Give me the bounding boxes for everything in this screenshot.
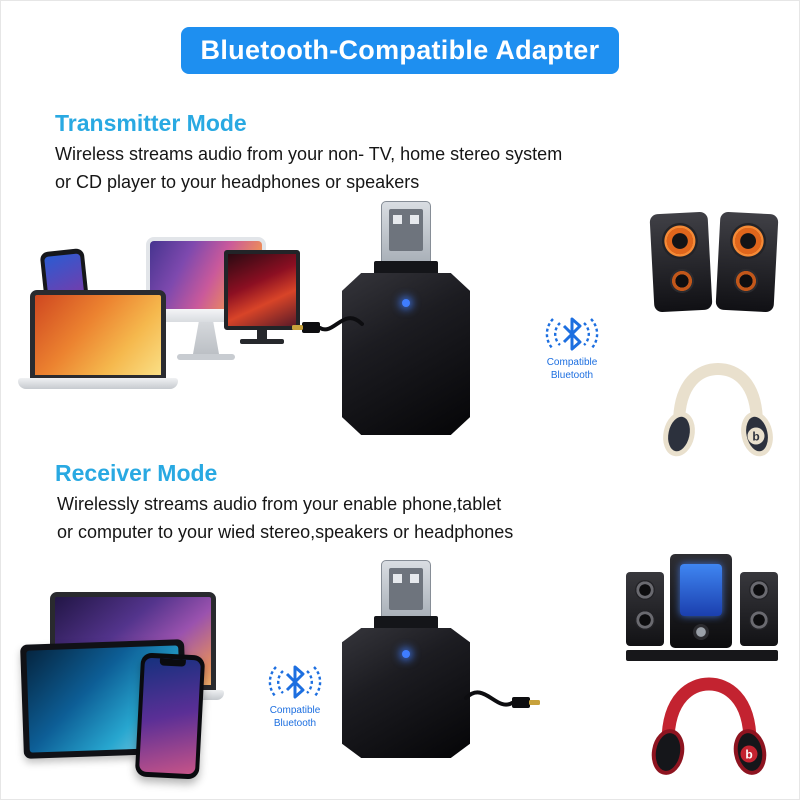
center-speaker	[670, 554, 732, 648]
transmitter-description-line1: Wireless streams audio from your non- TV…	[55, 144, 563, 164]
svg-text:b: b	[745, 748, 752, 762]
usb-plug	[381, 560, 431, 616]
title-banner: Bluetooth-Compatible Adapter	[181, 27, 619, 74]
usb-contact-hole	[410, 215, 419, 224]
bluetooth-label-line1: Compatible	[546, 357, 598, 368]
speaker-woofer	[660, 222, 699, 260]
satellite-speaker-right	[740, 572, 778, 646]
tv-base	[240, 339, 284, 344]
speaker-cone	[635, 580, 655, 600]
speaker-system-image	[626, 550, 778, 668]
speaker-cone	[749, 610, 769, 630]
laptop-screen	[30, 290, 166, 378]
receiver-description: Wirelessly streams audio from your enabl…	[57, 490, 513, 546]
speaker-tweeter	[733, 268, 759, 294]
tv-stand	[257, 330, 267, 339]
adapter-neck	[374, 616, 438, 628]
transmitter-description: Wireless streams audio from your non- TV…	[55, 140, 562, 196]
adapter-body	[342, 628, 470, 758]
audio-cable-icon	[464, 690, 540, 708]
speaker-right	[715, 211, 779, 313]
imac-base	[177, 354, 235, 360]
iphone-image	[134, 652, 206, 780]
satellite-speaker-left	[626, 572, 664, 646]
speaker-cone	[749, 580, 769, 600]
iphone-notch	[159, 658, 186, 667]
iphone-screen	[139, 657, 201, 775]
bluetooth-compatible-label: Compatible Bluetooth	[255, 704, 335, 730]
receiver-description-line2: or computer to your wied stereo,speakers…	[57, 522, 514, 542]
led-indicator	[402, 650, 410, 658]
speaker-shelf	[626, 650, 778, 661]
bluetooth-label-line1: Compatible	[269, 705, 321, 716]
laptop-image	[18, 290, 178, 389]
adapter-body	[342, 273, 470, 435]
adapter-neck	[374, 261, 438, 273]
receiver-heading: Receiver Mode	[55, 460, 218, 486]
transmitter-heading: Transmitter Mode	[55, 110, 247, 136]
bluetooth-signal-icon	[268, 665, 322, 699]
bluetooth-label-line2: Bluetooth	[550, 370, 594, 381]
page-title: Bluetooth-Compatible Adapter	[200, 35, 600, 65]
usb-adapter-receiver-image	[342, 560, 470, 758]
led-indicator	[402, 299, 410, 307]
usb-contact-hole	[393, 574, 402, 583]
audio-cable-icon	[292, 316, 364, 333]
usb-plug-inner	[389, 209, 423, 251]
red-headphones-image: b	[651, 677, 767, 775]
transmitter-description-line2: or CD player to your headphones or speak…	[55, 172, 420, 192]
tv-screen	[224, 250, 300, 330]
usb-contact-hole	[410, 574, 419, 583]
speaker-cone	[635, 610, 655, 630]
speaker-knob	[693, 624, 709, 640]
usb-plug	[381, 201, 431, 261]
speaker-woofer	[729, 222, 768, 260]
laptop-base	[18, 378, 178, 389]
tv-image	[224, 250, 300, 344]
receiver-description-line1: Wirelessly streams audio from your enabl…	[57, 494, 502, 514]
usb-contact-hole	[393, 215, 402, 224]
imac-stand	[193, 322, 219, 354]
white-headphones-image: b	[663, 362, 773, 457]
speaker-blue-panel	[680, 564, 722, 616]
speaker-tweeter	[669, 268, 695, 294]
stereo-speakers-image	[649, 211, 780, 317]
usb-plug-inner	[389, 568, 423, 610]
bluetooth-label-line2: Bluetooth	[273, 718, 317, 729]
usb-adapter-transmitter-image	[342, 201, 470, 435]
bluetooth-signal-icon	[545, 317, 599, 351]
bluetooth-compatible-label: Compatible Bluetooth	[532, 356, 612, 382]
speaker-left	[649, 211, 713, 313]
svg-text:b: b	[752, 430, 759, 444]
